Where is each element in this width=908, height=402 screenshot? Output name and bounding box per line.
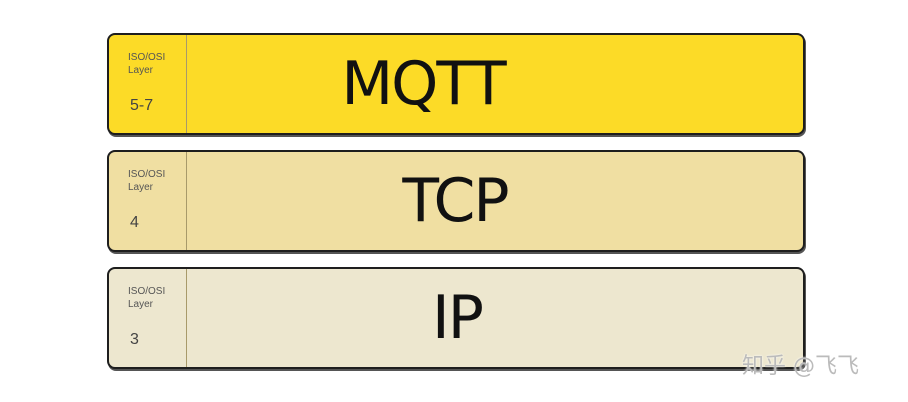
layer-tcp: ISO/OSI Layer 4 TCP (107, 150, 805, 252)
layer-text: Layer (128, 65, 154, 76)
iso-label: ISO/OSI (128, 52, 166, 63)
protocol-name: MQTT (341, 49, 506, 119)
layer-text: Layer (128, 299, 154, 310)
iso-label: ISO/OSI (128, 169, 166, 180)
layer-number: 5-7 (130, 97, 154, 114)
layer-label: ISO/OSI Layer 4 (109, 152, 187, 250)
layer-label: ISO/OSI Layer 3 (109, 269, 187, 367)
watermark: 知乎 @飞飞 (742, 354, 859, 379)
layer-ip: ISO/OSI Layer 3 IP (107, 267, 805, 369)
layer-number: 4 (130, 214, 139, 231)
protocol-name: IP (432, 283, 484, 353)
protocol-name: TCP (402, 166, 509, 236)
iso-label: ISO/OSI (128, 286, 166, 297)
layer-number: 3 (130, 331, 139, 348)
layer-mqtt: ISO/OSI Layer 5-7 MQTT (107, 33, 805, 135)
layer-label: ISO/OSI Layer 5-7 (109, 35, 187, 133)
layer-text: Layer (128, 182, 154, 193)
